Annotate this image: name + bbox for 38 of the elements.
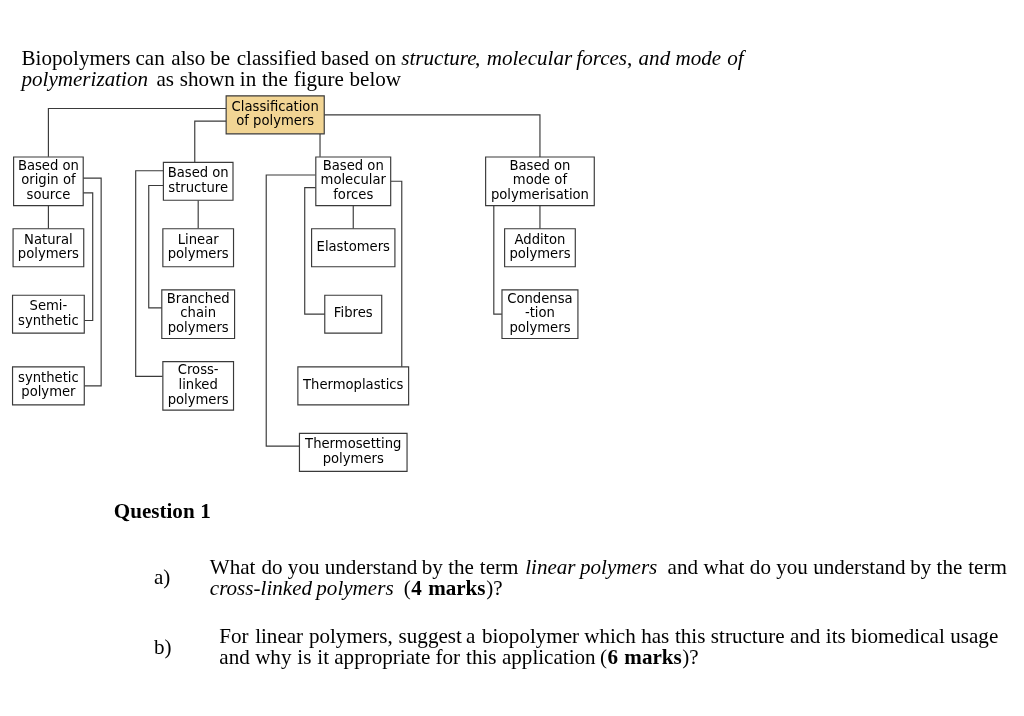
node-box: Condensa -tion polymers bbox=[501, 288, 579, 339]
node-box: Branched chain polymers bbox=[161, 288, 236, 339]
connector bbox=[194, 120, 227, 163]
node-box: Based on structure bbox=[162, 161, 234, 201]
connector bbox=[319, 133, 321, 157]
node-box: Fibres bbox=[324, 294, 383, 334]
connector bbox=[82, 177, 102, 386]
node-box: Based on mode of polymerisation bbox=[485, 155, 595, 206]
connector bbox=[539, 204, 541, 229]
node-box: Cross- linked polymers bbox=[162, 360, 235, 411]
node-box: Natural polymers bbox=[12, 227, 85, 267]
diagram-title: Biopolymers can also be classified based on structure, molecular forces, and mode of polymerization as shown in the figure below bbox=[21, 45, 744, 91]
connector bbox=[47, 204, 49, 229]
node-box: Additon polymers bbox=[504, 227, 576, 267]
node-box: Classification of polymers bbox=[225, 94, 325, 134]
connector bbox=[352, 204, 354, 229]
node-box: Thermosetting polymers bbox=[298, 432, 408, 472]
connector bbox=[265, 173, 316, 447]
node-box: Linear polymers bbox=[162, 227, 235, 267]
node-box: synthetic polymer bbox=[11, 365, 85, 405]
node-box: Elastomers bbox=[311, 227, 396, 267]
connector bbox=[135, 169, 164, 377]
label: a) bbox=[153, 564, 171, 589]
label: What do you understand by the term linear polymers and what do you understand by the term cross-linked polymers (4 marks)? bbox=[209, 554, 1007, 600]
node-box: Semi- synthetic bbox=[11, 294, 85, 334]
connector bbox=[493, 204, 503, 315]
label: Question 1 bbox=[113, 498, 211, 523]
connector bbox=[304, 186, 326, 315]
label: b) bbox=[153, 634, 172, 659]
connector bbox=[197, 199, 199, 229]
connector bbox=[323, 113, 541, 157]
node-box: Based on molecular forces bbox=[315, 155, 392, 206]
connector bbox=[390, 180, 403, 367]
label: For linear polymers, suggest a biopolymer which has this structure and its biomedical usage and why is it appropriate for this application (6 marks)? bbox=[219, 623, 999, 669]
node-box: Thermoplastics bbox=[297, 365, 410, 405]
connector bbox=[82, 191, 94, 321]
connector bbox=[47, 107, 227, 157]
node-box: Based on origin of source bbox=[13, 155, 84, 206]
